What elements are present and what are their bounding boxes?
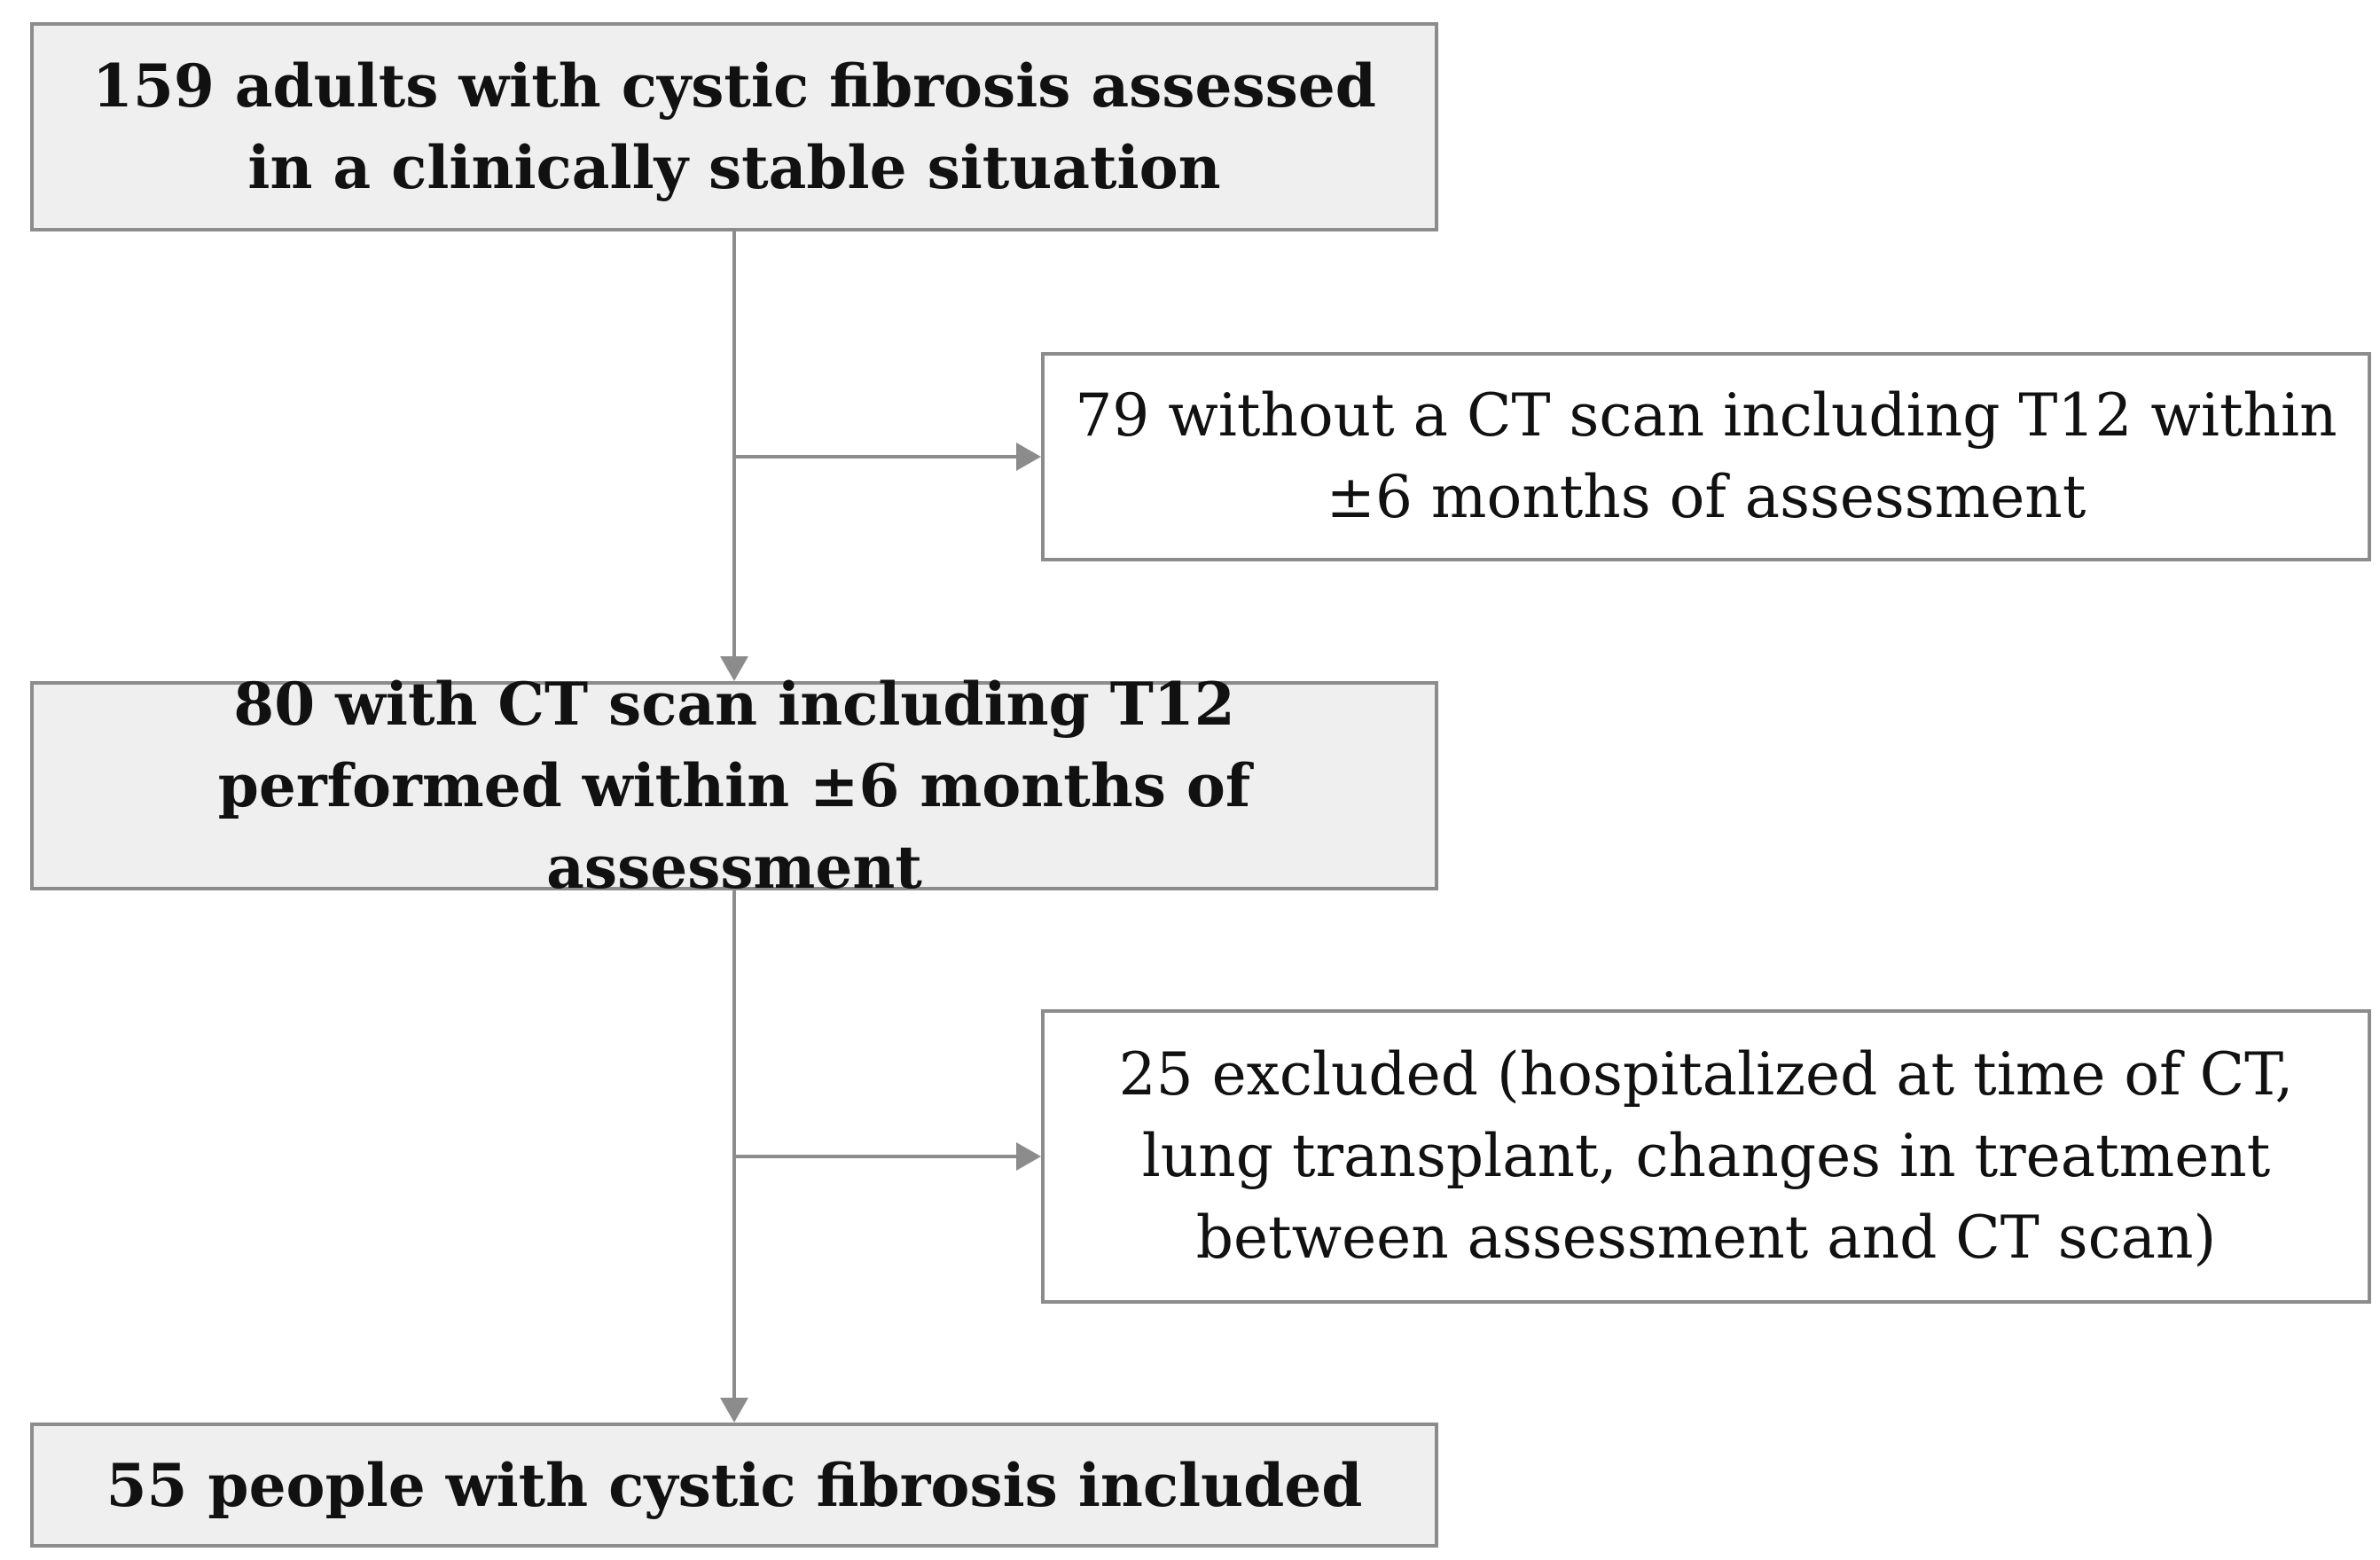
arrowhead-right-icon [1016, 1142, 1041, 1171]
step-box-text: 80 with CT scan including T12 performed … [217, 670, 1251, 902]
arrowhead-down-icon [720, 1398, 748, 1423]
step-box-text: 159 adults with cystic fibrosis assessed… [92, 51, 1376, 202]
arrowhead-down-icon [720, 656, 748, 681]
exclusion-box-no-ct: 79 without a CT scan including T12 withi… [1041, 352, 2371, 561]
step-box-initial-cohort: 159 adults with cystic fibrosis assessed… [30, 22, 1438, 231]
step-box-ct-cohort: 80 with CT scan including T12 performed … [30, 670, 1438, 902]
exclusion-box-excluded: 25 excluded (hospitalized at time of CT,… [1041, 1009, 2371, 1304]
exclusion-box-text: 25 excluded (hospitalized at time of CT,… [1118, 1040, 2294, 1272]
exclusion-box-text: 79 without a CT scan including T12 withi… [1075, 381, 2337, 531]
arrowhead-right-icon [1016, 443, 1041, 471]
step-box-final-included: 55 people with cystic fibrosis included [30, 1423, 1438, 1548]
step-box-text: 55 people with cystic fibrosis included [106, 1450, 1363, 1520]
